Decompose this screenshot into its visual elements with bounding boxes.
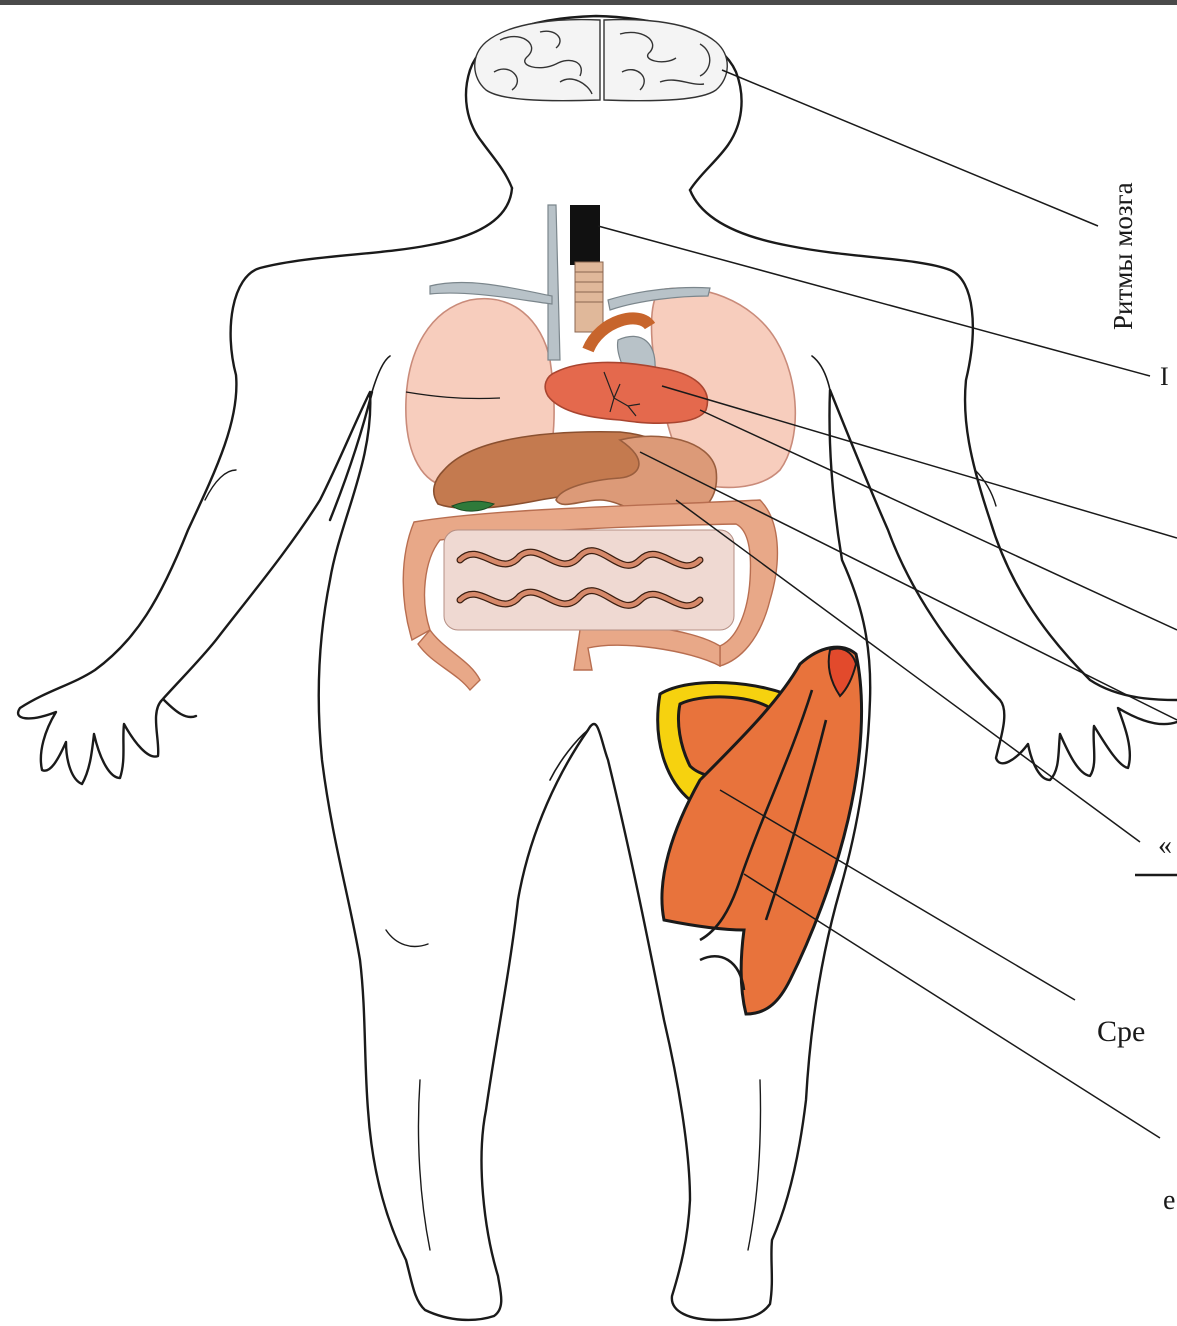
trachea bbox=[570, 205, 603, 332]
label-gut-partial: « bbox=[1158, 830, 1172, 862]
right-armpit bbox=[812, 356, 830, 390]
torso-outline bbox=[18, 188, 1177, 1320]
brain bbox=[475, 20, 728, 101]
small-intestine bbox=[444, 530, 734, 630]
label-thigh-muscle-partial: е bbox=[1163, 1185, 1175, 1217]
label-thigh-yellow-partial: Сре bbox=[1097, 1015, 1145, 1049]
right-shin-detail bbox=[748, 1080, 761, 1250]
left-armpit bbox=[372, 356, 390, 392]
label-brain-rhythms: Ритмы мозга bbox=[1108, 182, 1139, 330]
left-knee bbox=[386, 930, 428, 946]
left-hand-gap bbox=[164, 700, 196, 717]
right-elbow-line bbox=[975, 470, 996, 506]
thigh-tissues bbox=[658, 647, 862, 1014]
label-trachea-partial: I bbox=[1160, 362, 1169, 392]
left-shin-detail bbox=[418, 1080, 430, 1250]
